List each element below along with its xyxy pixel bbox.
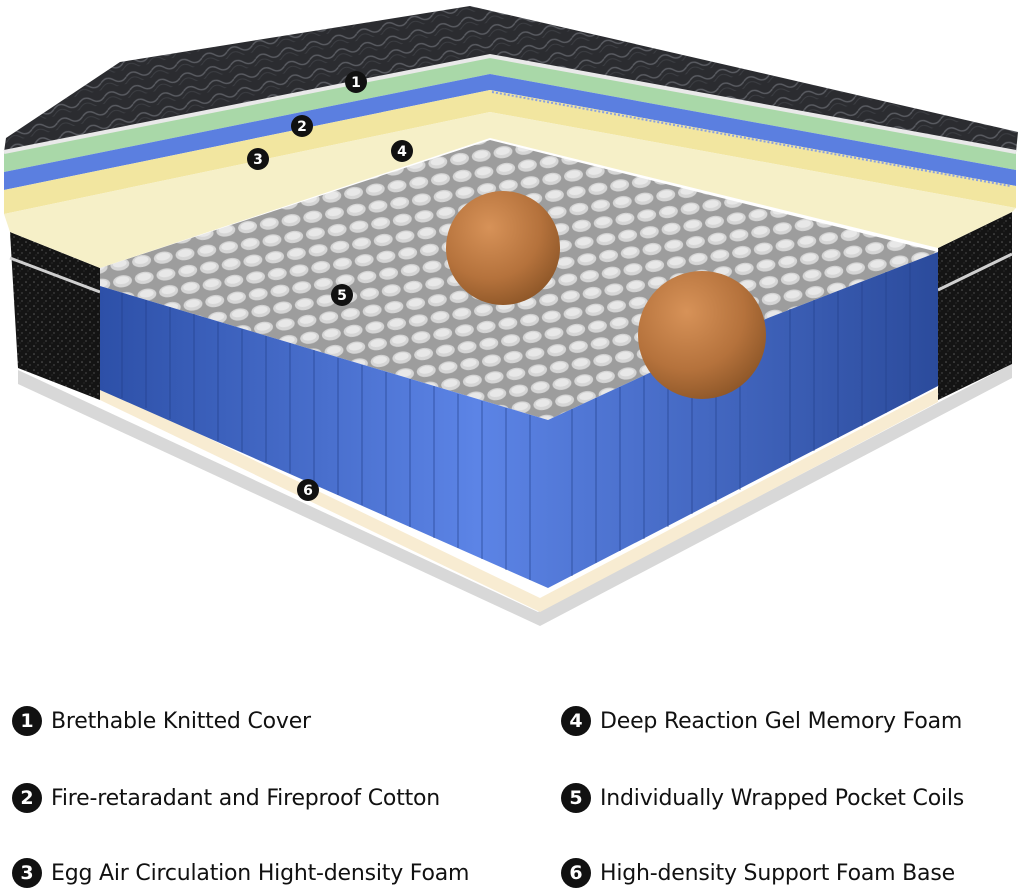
layer-marker-1: 1 [345, 71, 367, 93]
weight-ball-back [446, 191, 560, 305]
legend-number-badge: 3 [12, 858, 42, 888]
legend-label: Brethable Knitted Cover [51, 708, 311, 734]
comfort-layers-right [490, 56, 1016, 248]
layer-marker-6: 6 [297, 479, 319, 501]
legend-label: Individually Wrapped Pocket Coils [600, 785, 965, 811]
svg-text:2: 2 [297, 119, 307, 135]
legend-item-cotton: 2 Fire-retaradant and Fireproof Cotton [12, 778, 440, 818]
legend-item-egg-foam: 3 Egg Air Circulation Hight-density Foam [12, 853, 469, 893]
legend-number-badge: 1 [12, 706, 42, 736]
svg-text:6: 6 [303, 483, 313, 499]
legend-label: Fire-retaradant and Fireproof Cotton [51, 785, 441, 811]
legend-label: Deep Reaction Gel Memory Foam [600, 708, 963, 734]
legend-number-badge: 5 [561, 783, 591, 813]
legend-label: Egg Air Circulation Hight-density Foam [51, 860, 470, 886]
svg-text:1: 1 [351, 75, 361, 91]
legend-number-badge: 4 [561, 706, 591, 736]
legend-label: High-density Support Foam Base [600, 860, 955, 886]
layer-marker-4: 4 [391, 140, 413, 162]
weight-ball-front [638, 271, 766, 399]
svg-text:5: 5 [337, 288, 347, 304]
legend-number-badge: 6 [561, 858, 591, 888]
svg-text:3: 3 [253, 152, 263, 168]
mattress-cutaway-illustration: 1 2 3 4 5 6 [3, 6, 1018, 626]
front-coil-row [100, 252, 938, 588]
legend-item-support-base: 6 High-density Support Foam Base [561, 853, 955, 893]
legend-item-cover: 1 Brethable Knitted Cover [12, 701, 311, 741]
mattress-side-right [937, 212, 1013, 400]
legend-item-pocket-coils: 5 Individually Wrapped Pocket Coils [561, 778, 964, 818]
legend-number-badge: 2 [12, 783, 42, 813]
layer-marker-5: 5 [331, 284, 353, 306]
comfort-layers-left [4, 56, 490, 268]
layer-legend: 1 Brethable Knitted Cover 2 Fire-retarad… [0, 690, 1024, 890]
layer-marker-2: 2 [291, 115, 313, 137]
svg-text:4: 4 [397, 144, 407, 160]
knitted-cover [3, 6, 1018, 154]
mattress-side-left [9, 232, 101, 400]
layer-marker-3: 3 [247, 148, 269, 170]
legend-item-memory-foam: 4 Deep Reaction Gel Memory Foam [561, 701, 962, 741]
